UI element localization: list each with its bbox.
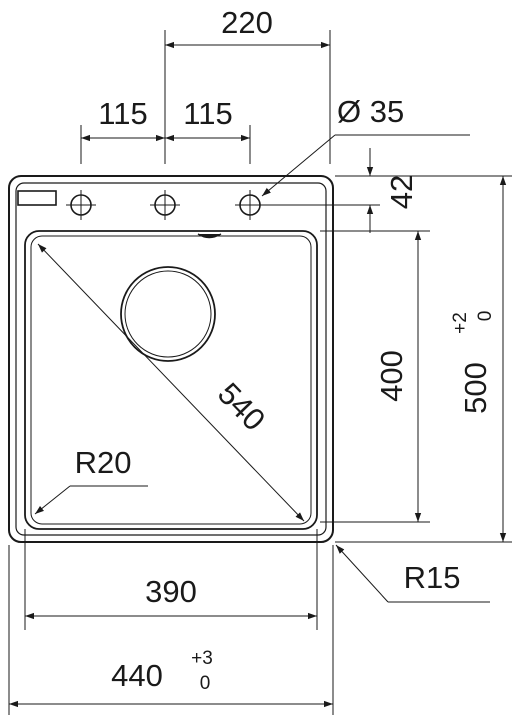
drain-outer xyxy=(120,266,216,362)
tap-hole-left xyxy=(66,190,96,220)
dim-500-label: 500 xyxy=(458,362,493,414)
dim-500-tol-lower: 0 xyxy=(475,311,496,322)
dim-115-left-label: 115 xyxy=(98,96,147,131)
dim-440-tol-lower: 0 xyxy=(200,673,211,694)
bowl-overflow-notch xyxy=(197,233,222,239)
dim-390-label: 390 xyxy=(145,574,197,609)
sink-inner-rim xyxy=(15,182,327,536)
overflow-slot xyxy=(17,190,57,206)
dim-220-label: 220 xyxy=(221,5,273,40)
dim-540-label: 540 xyxy=(211,376,272,438)
dim-220: 220 xyxy=(164,5,331,164)
dim-390: 390 xyxy=(24,529,318,630)
dim-400-label: 400 xyxy=(374,350,409,402)
dim-500: 500 +2 0 xyxy=(335,175,512,543)
dim-42: 42 xyxy=(255,148,430,233)
dim-440-tol-upper: +3 xyxy=(191,648,213,669)
tap-holes xyxy=(66,190,265,220)
bowl-inner xyxy=(30,235,312,525)
dim-diameter-label: Ø 35 xyxy=(337,94,404,129)
bowl-outer xyxy=(24,230,318,530)
dim-42-label: 42 xyxy=(384,175,419,209)
dim-440: 440 +3 0 xyxy=(8,545,334,715)
dim-115-115: 115 115 xyxy=(80,96,251,164)
sink-outline xyxy=(8,175,334,543)
dim-diameter-35: Ø 35 xyxy=(261,94,470,197)
dim-r20-label: R20 xyxy=(75,445,132,480)
dim-115-right-label: 115 xyxy=(183,96,232,131)
drain-inner xyxy=(124,270,212,358)
dim-r15: R15 xyxy=(335,544,490,603)
tap-hole-center xyxy=(150,190,180,220)
dim-400: 400 xyxy=(320,230,430,523)
sink-outer-rim xyxy=(8,175,334,543)
dim-440-label: 440 xyxy=(111,658,163,693)
dim-r20: R20 xyxy=(34,445,148,515)
dim-500-tol-upper: +2 xyxy=(450,312,471,334)
dim-r15-label: R15 xyxy=(404,560,461,595)
